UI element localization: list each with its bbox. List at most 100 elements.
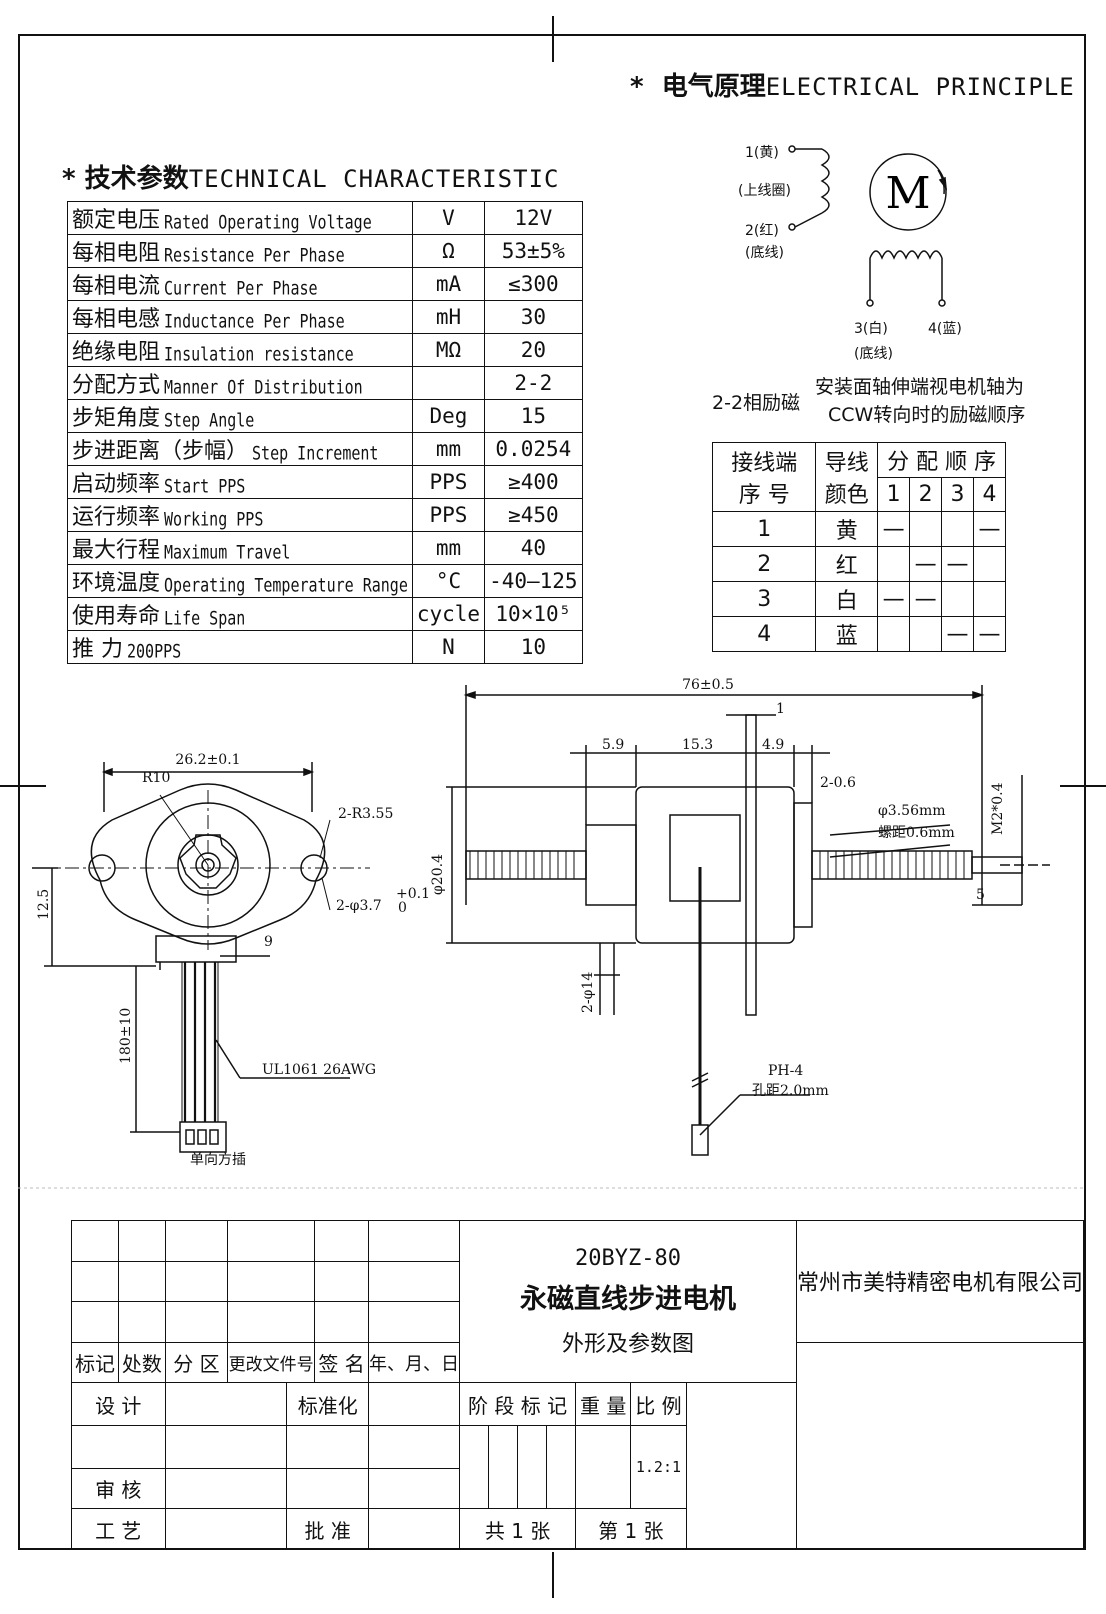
label-review: 审 核 [71,1467,166,1510]
dim-15-3: 15.3 [682,737,713,753]
dim-9: 9 [264,934,273,950]
tech-param-cn: 步矩角度 [72,406,161,431]
tech-param-unit: mm [411,432,486,466]
dim-total-len: 76±0.5 [682,677,734,693]
seq-mark: — [909,581,943,617]
label-date: 年、月、日 [368,1341,461,1384]
dim-wire: UL1061 26AWG [262,1062,376,1078]
product-name: 永磁直线步进电机 [520,1283,737,1315]
label-place: 处数 [118,1341,166,1384]
tech-param-cn: 最大行程 [72,538,161,563]
label-design: 设 计 [71,1382,166,1427]
dim-lead-len: 180±10 [118,1008,134,1064]
scale-value: 1.2:1 [630,1425,687,1510]
tech-param-value: 40 [484,531,583,565]
dim-tip: 5 [976,887,985,903]
tech-param-en: Maximum Travel [164,540,291,564]
tech-param-cn: 步进距离（步幅） [72,439,249,464]
tech-param-en: Rated Operating Voltage [164,210,372,234]
tech-param-value: 53±5% [484,234,583,268]
dim-conn-pitch: 孔距2.0mm [752,1083,829,1099]
pin1-note: (上线圈) [738,183,791,199]
tech-param-value: 20 [484,333,583,367]
dim-flange: 1 [776,701,785,717]
tech-param-unit: V [411,201,486,235]
tech-param-cn: 使用寿命 [72,604,161,629]
excitation-desc-1: 安装面轴伸端视电机轴为 [815,376,1025,398]
dim-r355: 2-R3.55 [338,806,393,822]
label-sheet: 第 1 张 [575,1508,687,1550]
seq-step-header: 1 [877,477,911,512]
seq-mark: — [972,616,1007,652]
seq-terminal-no: 2 [711,546,817,582]
front-view-drawing: 26.2±0.1 R10 2-R3.55 2-φ3.7 +0.1 0 12.5 … [32,752,430,1168]
label-doc: 更改文件号 [227,1341,315,1384]
seq-mark: — [877,511,911,547]
tech-param-value: 30 [484,300,583,334]
dim-2-0-6: 2-0.6 [820,775,856,791]
title-block: 20BYZ-80 永磁直线步进电机 外形及参数图 常州市美特精密电机有限公司 标… [70,1219,1085,1551]
product-cell: 20BYZ-80 永磁直线步进电机 外形及参数图 [459,1219,797,1384]
tech-param-cn: 每相电阻 [72,241,161,266]
dim-r10: R10 [142,770,170,786]
dim-shaft-dia: φ3.56mm [878,803,946,819]
tech-param-unit: Ω [411,234,486,268]
dim-height: 12.5 [36,889,52,920]
seq-mark [909,616,943,652]
seq-mark: — [941,546,974,582]
seq-mark: — [909,546,943,582]
dim-width: 26.2±0.1 [175,752,240,768]
tech-param-value: 10 [484,630,583,664]
tech-param-unit: PPS [411,465,486,499]
motor-symbol: M [885,168,930,219]
tech-param-unit: cycle [411,597,486,631]
label-stage: 阶 段 标 记 [459,1382,577,1427]
tech-param-cn: 推 力 [72,637,123,662]
tech-param-en: Step Angle [164,408,255,432]
tech-param-value: 10×10⁵ [484,597,583,631]
excitation-desc-2: CCW转向时的励磁顺序 [828,404,1026,426]
tech-param-unit: °C [411,564,486,598]
seq-mark: — [877,581,911,617]
seq-step-header: 3 [941,477,974,512]
pin3-label: 3(白) [854,321,888,337]
tech-param-value: 2-2 [484,366,583,400]
tech-param-en: Start PPS [164,474,246,498]
tech-param-cn: 启动频率 [72,472,161,497]
label-mark: 标记 [70,1341,120,1384]
seq-wire-color: 蓝 [815,616,879,652]
model-code: 20BYZ-80 [575,1245,681,1271]
wiring-schematic: M [788,145,948,307]
pin4-label: 4(蓝) [928,321,962,337]
tech-param-unit: mH [411,300,486,334]
dim-thread: M2*0.4 [990,782,1006,835]
tech-param-name: 步进距离（步幅）Step Increment [67,432,413,466]
tech-param-value: ≥400 [484,465,583,499]
seq-mark [941,511,974,547]
seq-mark [877,616,911,652]
seq-header-terminal: 接线端序 号 [711,442,817,512]
seq-mark [941,581,974,617]
seq-header-wire: 导线颜色 [815,442,879,512]
tech-param-cn: 绝缘电阻 [72,340,161,365]
seq-wire-color: 白 [815,581,879,617]
seq-wire-color: 红 [815,546,879,582]
